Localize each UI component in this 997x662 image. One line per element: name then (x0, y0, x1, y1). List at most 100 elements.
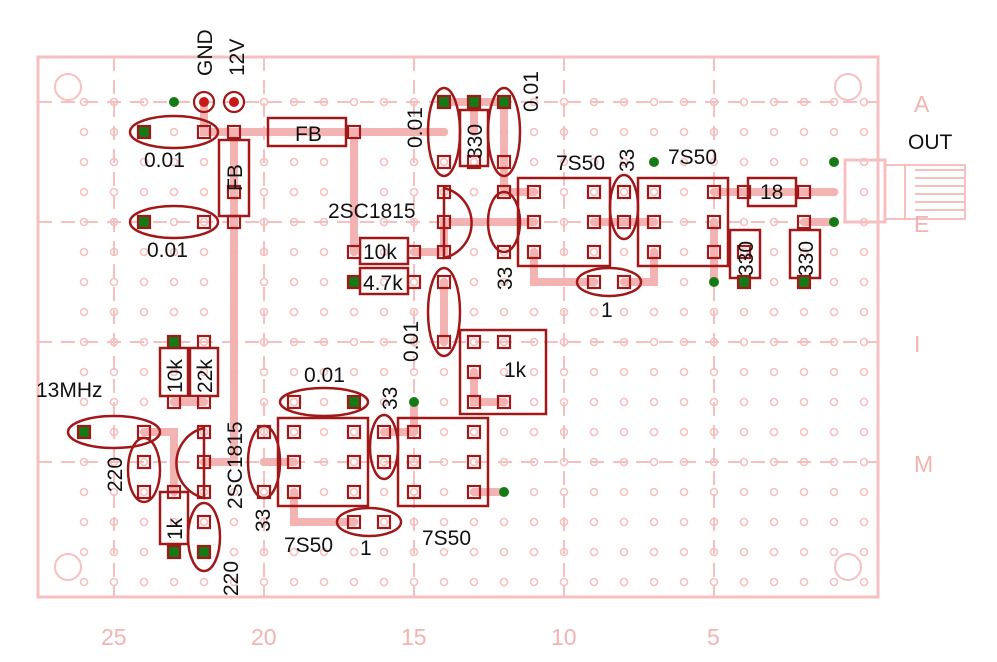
pad (616, 274, 632, 290)
pad-filled (76, 424, 92, 440)
board-hole (769, 277, 779, 287)
board-hole (199, 187, 209, 197)
board-hole (679, 577, 689, 587)
pad (346, 514, 362, 530)
board-hole (289, 367, 299, 377)
board-hole (589, 127, 599, 137)
pad-filled (136, 214, 152, 230)
pad (466, 154, 482, 170)
board-hole (439, 547, 449, 557)
board-hole (79, 157, 89, 167)
board-hole (649, 187, 659, 197)
pad (706, 244, 722, 260)
pad-filled (466, 94, 482, 110)
pad (436, 244, 452, 260)
res-1-bottom-label: 1 (360, 537, 372, 560)
pad (286, 484, 302, 500)
pad-dot (829, 217, 839, 227)
board-outline (36, 55, 880, 599)
pad (376, 514, 392, 530)
board-hole (199, 277, 209, 287)
board-hole (379, 367, 389, 377)
pad-filled (136, 124, 152, 140)
pad (616, 214, 632, 230)
board-hole (619, 517, 629, 527)
board-hole (829, 367, 839, 377)
board-hole (739, 127, 749, 137)
board-hole (619, 187, 629, 197)
trace (620, 248, 658, 286)
board-hole (799, 307, 809, 317)
pad (796, 214, 812, 230)
res-18-label: 18 (760, 181, 783, 204)
board-hole (139, 397, 149, 407)
board-hole (739, 427, 749, 437)
cap-33-bottom-b-label: 33 (379, 387, 402, 410)
board-hole (229, 547, 239, 557)
board-hole (319, 427, 329, 437)
board-hole (289, 277, 299, 287)
board-hole (679, 517, 689, 527)
board-hole (469, 517, 479, 527)
cap-001-bottom (278, 386, 370, 418)
pad (646, 214, 662, 230)
board-hole (799, 247, 809, 257)
board-hole (79, 487, 89, 497)
pad (526, 244, 542, 260)
pad (436, 184, 452, 200)
board-hole (589, 397, 599, 407)
board-hole (769, 487, 779, 497)
board-hole (589, 517, 599, 527)
board-hole (439, 487, 449, 497)
board-hole (859, 577, 869, 587)
board-hole (649, 517, 659, 527)
pad (496, 394, 512, 410)
pad (346, 454, 362, 470)
board-hole (319, 157, 329, 167)
board-hole (379, 247, 389, 257)
board-hole (199, 577, 209, 587)
pad (466, 364, 482, 380)
board-hole (649, 427, 659, 437)
cap-001-upper-left-label: 0.01 (144, 149, 185, 172)
pad (586, 274, 602, 290)
mount-hole-tl (54, 73, 82, 101)
resistor-18 (746, 176, 798, 208)
board-hole (229, 517, 239, 527)
board-hole (829, 487, 839, 497)
board-hole (769, 427, 779, 437)
board-hole (319, 397, 329, 407)
board-hole (379, 577, 389, 587)
res-10k-left-label: 10k (164, 359, 187, 393)
pad (586, 214, 602, 230)
pad (196, 334, 212, 350)
board-hole (829, 577, 839, 587)
cap-001-lower-left-label: 0.01 (147, 239, 188, 262)
board-hole (769, 367, 779, 377)
board-hole (589, 157, 599, 167)
pad-filled (796, 274, 812, 290)
board-hole (469, 427, 479, 437)
pad (406, 244, 422, 260)
board-hole (799, 577, 809, 587)
pad (136, 424, 152, 440)
cap-33-top-a-label: 33 (494, 267, 517, 290)
board-hole (349, 577, 359, 587)
board-hole (679, 127, 689, 137)
board-hole (619, 397, 629, 407)
cap-001-mid (426, 266, 462, 358)
board-hole (199, 307, 209, 317)
cap-001-bottom-label: 0.01 (304, 364, 345, 387)
res-1k-mid-label: 1k (504, 359, 527, 382)
pad-filled (346, 274, 362, 290)
board-hole (589, 367, 599, 377)
board-hole (859, 187, 869, 197)
row-label-i: I (914, 331, 920, 357)
cap-220-b-label: 220 (220, 561, 243, 596)
board-hole (799, 427, 809, 437)
board-hole (619, 427, 629, 437)
board-hole (649, 577, 659, 587)
pad-filled (346, 394, 362, 410)
board-hole (79, 277, 89, 287)
